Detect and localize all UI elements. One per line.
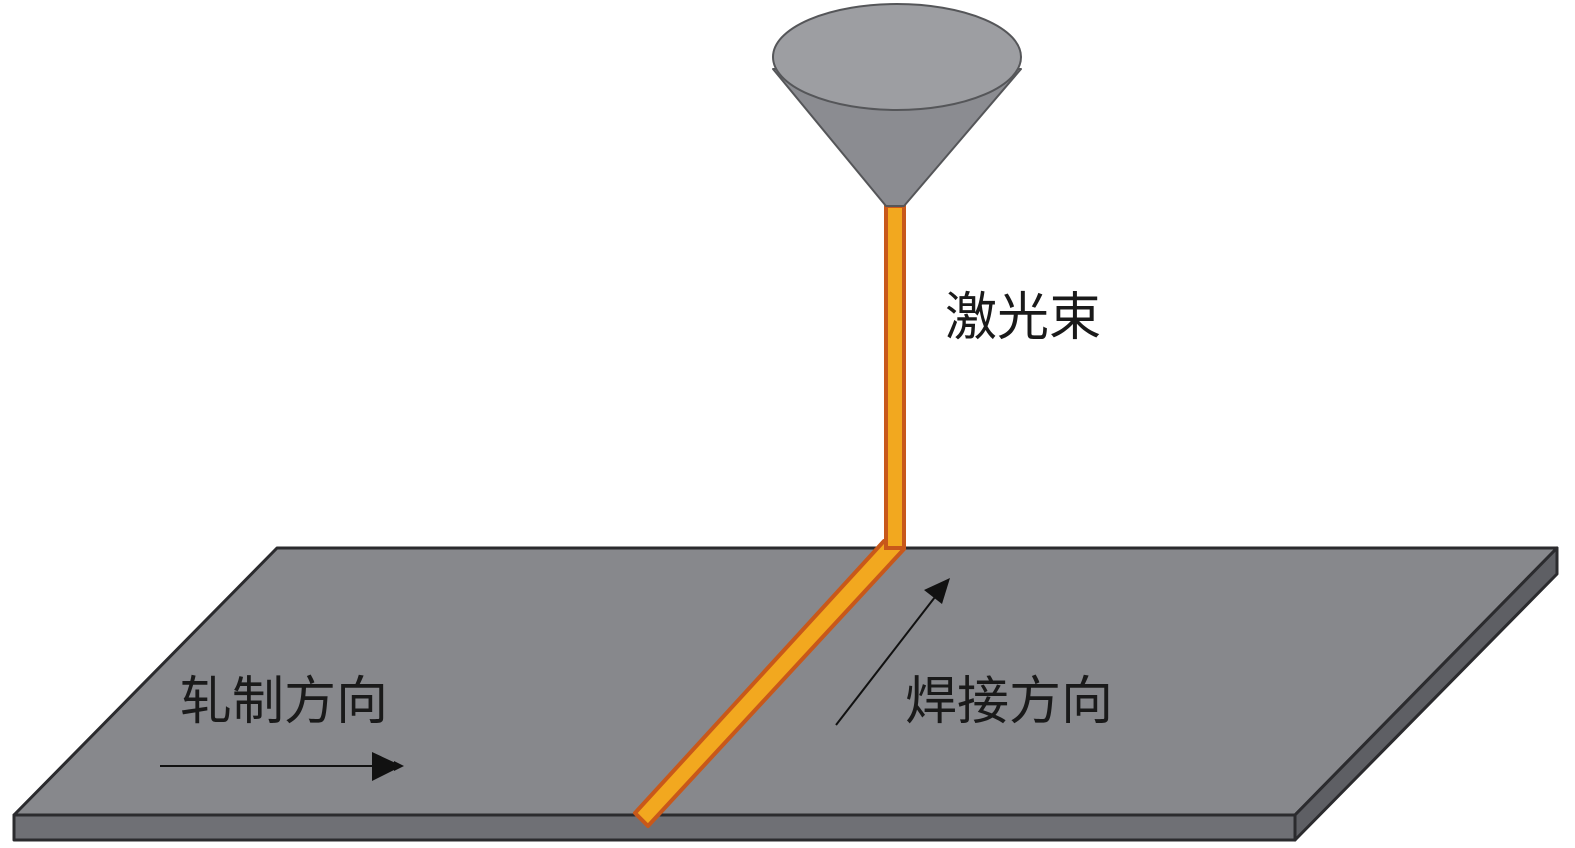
rolling-arrowhead	[372, 752, 402, 781]
laser-beam-label: 激光束	[945, 288, 1102, 348]
rolling-direction-label: 轧制方向	[180, 672, 389, 732]
arrow-up-right-icon	[835, 596, 936, 726]
plate-side-face	[1293, 546, 1559, 842]
welding-arrowhead	[924, 578, 950, 604]
laser-nozzle-cone-icon	[772, 3, 1022, 207]
steel-plate	[12, 546, 1559, 842]
welding-direction-label: 焊接方向	[905, 672, 1114, 732]
nozzle-cone-top	[772, 3, 1022, 111]
laser-beam	[884, 204, 906, 550]
